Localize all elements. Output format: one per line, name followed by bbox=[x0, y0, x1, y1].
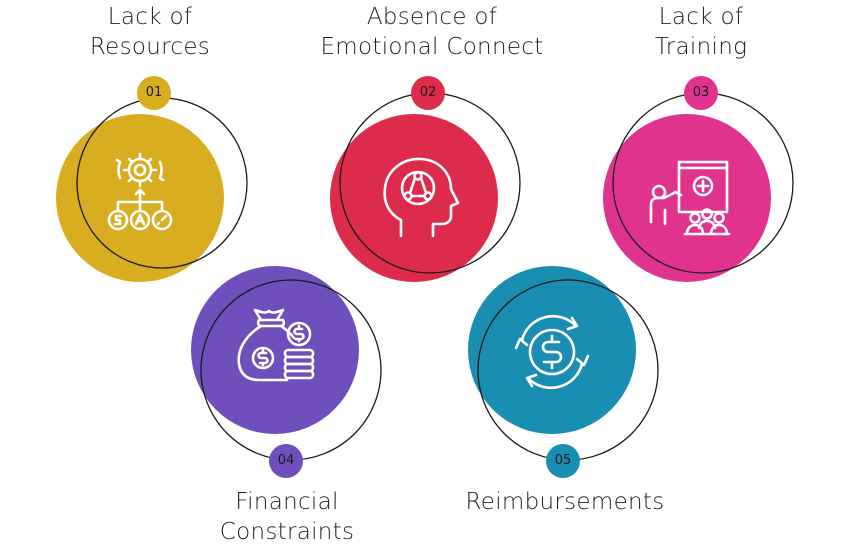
money-bag-coins-icon bbox=[237, 308, 315, 382]
item-05-fill-circle bbox=[468, 266, 636, 434]
item-02: 02 bbox=[324, 76, 524, 290]
item-05-number-badge: 05 bbox=[546, 444, 580, 478]
item-04-number-badge: 04 bbox=[269, 444, 303, 478]
item-04: 04 bbox=[185, 264, 385, 478]
head-network-icon bbox=[383, 157, 460, 238]
item-05-title: Reimbursements bbox=[465, 489, 665, 515]
item-01: 01 bbox=[50, 76, 250, 290]
item-01-title: Lack of Resources bbox=[89, 4, 211, 60]
item-04-title: Financial Constraints bbox=[219, 489, 355, 545]
item-03: 03 bbox=[597, 76, 797, 290]
item-05: 05 bbox=[462, 264, 662, 478]
dollar-cycle-icon bbox=[514, 314, 590, 390]
training-presentation-icon bbox=[649, 160, 731, 236]
item-02-number-badge: 02 bbox=[411, 76, 445, 110]
item-01-number-badge: 01 bbox=[137, 76, 171, 110]
resources-gear-icon bbox=[107, 152, 173, 231]
item-03-number-badge: 03 bbox=[684, 76, 718, 110]
item-02-title: Absence of Emotional Connect bbox=[320, 4, 544, 60]
item-03-fill-circle bbox=[603, 114, 771, 282]
item-04-fill-circle bbox=[191, 266, 359, 434]
item-03-title: Lack of Training bbox=[654, 4, 748, 60]
item-02-fill-circle bbox=[330, 114, 498, 282]
